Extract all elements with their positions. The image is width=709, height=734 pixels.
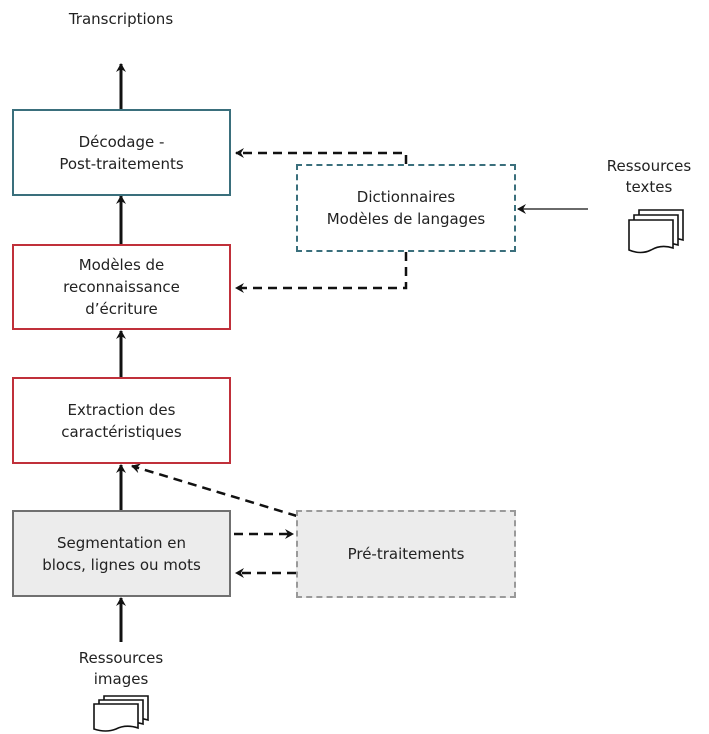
document-stack-icon — [93, 695, 149, 732]
pretraitements-line-1: Pré-traitements — [347, 545, 465, 563]
segmentation-box: Segmentation en blocs, lignes ou mots — [12, 510, 231, 597]
dictionnaires-box: Dictionnaires Modèles de langages — [296, 164, 516, 252]
resources-texts-label: Ressources textes — [594, 156, 704, 198]
dictionnaires-line-1: Dictionnaires — [356, 188, 456, 206]
pretraitements-box: Pré-traitements — [296, 510, 516, 598]
resources-images-line-2: images — [93, 670, 149, 688]
output-label: Transcriptions — [68, 10, 174, 28]
modeles-line-2: reconnaissance — [63, 278, 180, 296]
dashed-dict-to-decodage — [235, 148, 408, 164]
extraction-line-2: caractéristiques — [61, 422, 182, 441]
segmentation-line-2: blocs, lignes ou mots — [42, 555, 201, 574]
resources-images-line-1: Ressources — [78, 649, 164, 667]
dashed-pre-to-extraction — [131, 463, 298, 518]
resources-images-label: Ressources images — [66, 648, 176, 690]
extraction-box: Extraction des caractéristiques — [12, 377, 231, 464]
modeles-line-3: d’écriture — [85, 300, 158, 318]
dictionnaires-line-2: Modèles de langages — [326, 210, 486, 228]
modeles-box: Modèles de reconnaissance d’écriture — [12, 244, 231, 330]
decodage-box: Décodage - Post-traitements — [12, 109, 231, 196]
resources-texts-line-1: Ressources — [606, 157, 692, 175]
extraction-line-1: Extraction des — [67, 400, 176, 419]
dashed-dict-to-modeles — [235, 252, 408, 293]
resources-texts-line-2: textes — [625, 178, 673, 196]
decodage-line-1: Décodage - — [78, 132, 165, 151]
document-stack-icon — [628, 209, 684, 254]
modeles-line-1: Modèles de — [78, 256, 165, 274]
segmentation-line-1: Segmentation en — [57, 533, 186, 552]
decodage-line-2: Post-traitements — [59, 154, 184, 173]
